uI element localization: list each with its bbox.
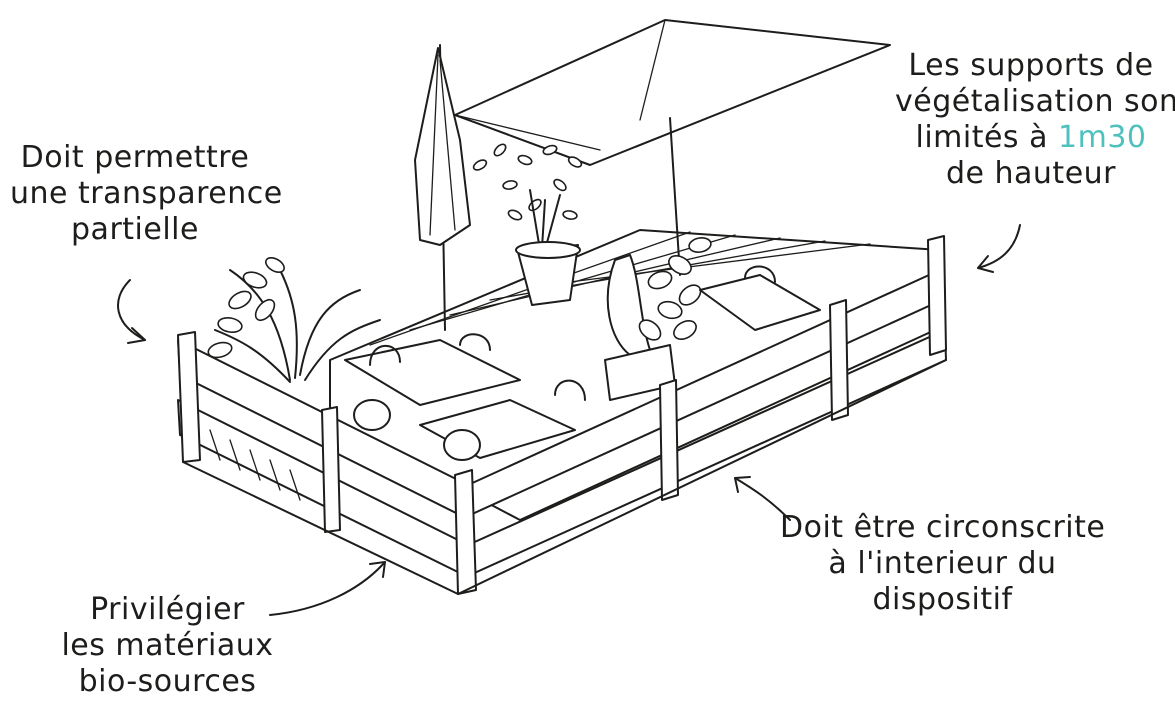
- annotation-vegetalisation: Les supports de végétalisation sont limi…: [895, 48, 1175, 192]
- annotation-materiaux-line3: bio-sources: [78, 664, 257, 699]
- arrow-vegetalisation-icon: [977, 224, 1021, 269]
- annotation-vegetalisation-prefix: limités à: [915, 120, 1059, 155]
- annotation-transparence: Doit permettre une transparence partiell…: [10, 140, 283, 248]
- annotation-arrows: [117, 224, 1021, 616]
- arrow-transparence-icon: [117, 279, 146, 341]
- arrowhead-materiaux-icon: [369, 561, 386, 578]
- right-plants: [604, 237, 712, 401]
- left-plants: [207, 256, 381, 383]
- annotation-vegetalisation-line4: de hauteur: [945, 156, 1116, 191]
- arrow-circonscrite-icon: [734, 477, 791, 521]
- annotation-materiaux-line1: Privilégier: [90, 592, 245, 627]
- closed-parasol: [414, 44, 471, 331]
- annotation-circonscrite: Doit être circonscrite à l'interieur du …: [780, 510, 1105, 618]
- arrowhead-transparence-icon: [127, 327, 146, 344]
- annotation-materiaux-line2: les matériaux: [61, 628, 274, 663]
- floating-leaves: [472, 143, 583, 221]
- annotation-circonscrite-line1: Doit être circonscrite: [780, 510, 1106, 545]
- annotation-vegetalisation-line3: limités à 1m30: [895, 120, 1167, 156]
- potted-plant: [515, 189, 581, 306]
- annotation-circonscrite-line2: à l'interieur du: [828, 546, 1057, 581]
- annotation-transparence-line2: une transparence: [10, 176, 283, 211]
- annotation-transparence-line3: partielle: [71, 212, 199, 247]
- annotation-materiaux: Privilégier les matériaux bio-sources: [55, 592, 280, 700]
- annotation-circonscrite-line3: dispositif: [872, 582, 1013, 617]
- annotation-vegetalisation-line2: végétalisation sont: [895, 84, 1175, 119]
- arrowhead-vegetalisation-icon: [977, 255, 994, 273]
- annotation-vegetalisation-line1: Les supports de: [908, 48, 1154, 83]
- tables-and-chairs: [344, 265, 821, 461]
- annotation-transparence-line1: Doit permettre: [20, 140, 250, 175]
- height-limit-value: 1m30: [1058, 120, 1147, 155]
- arrowhead-circonscrite-icon: [734, 476, 751, 493]
- arrow-materiaux-icon: [269, 561, 386, 616]
- pallet-fence: [177, 235, 947, 595]
